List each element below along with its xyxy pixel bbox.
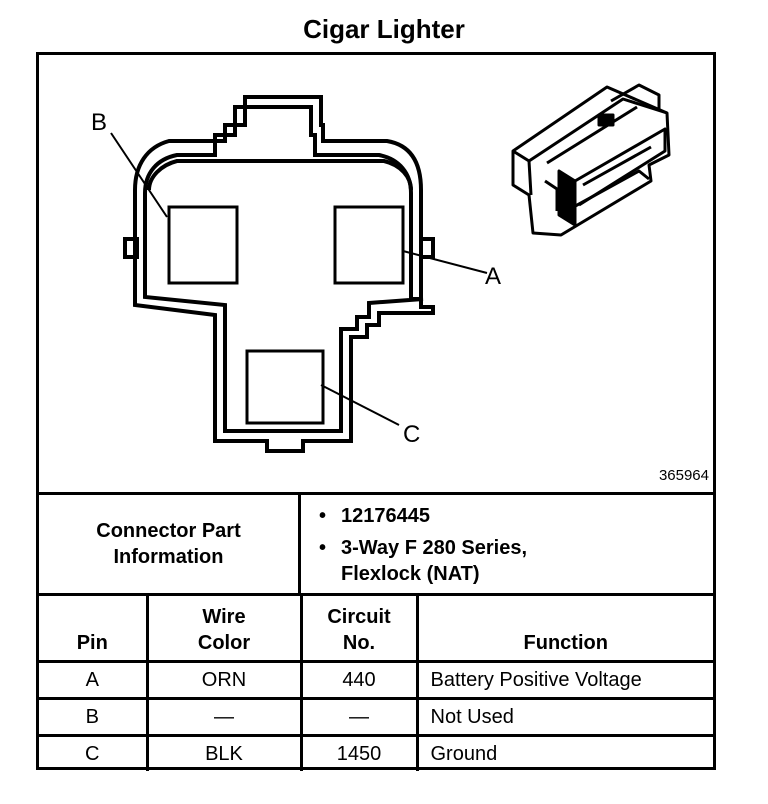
connector-info-values: • 12176445 • 3-Way F 280 Series, Flexloc… <box>301 495 713 593</box>
cavity-c <box>245 349 325 425</box>
cell-pin: B <box>39 697 149 737</box>
leader-line-b <box>110 132 168 218</box>
connector-info-label: Connector Part Information <box>39 495 301 593</box>
cell-pin: C <box>39 734 149 771</box>
part-number-item: • 12176445 <box>319 505 430 527</box>
connector-sheet: B A C 365964 Connector Part Information … <box>36 52 716 771</box>
page-title: Cigar Lighter <box>303 14 465 44</box>
table-row: B — — Not Used <box>39 697 713 737</box>
cavity-a <box>333 205 405 285</box>
cell-function: Ground <box>415 734 713 771</box>
cell-circuit: 1450 <box>299 734 419 771</box>
leader-line-a <box>402 250 488 274</box>
cavity-b <box>167 205 239 285</box>
cell-circuit: — <box>299 697 419 737</box>
connector-diagram: B A C 365964 <box>39 55 713 492</box>
pin-label-c: C <box>403 421 421 448</box>
connector-face-outline <box>123 95 435 453</box>
table-row: A ORN 440 Battery Positive Voltage <box>39 660 713 700</box>
header-pin: Pin <box>39 593 149 663</box>
connector-part-info: Connector Part Information • 12176445 • … <box>39 492 713 593</box>
pin-label-b: B <box>91 109 108 136</box>
cell-pin: A <box>39 660 149 700</box>
series-line1: 3-Way F 280 Series, <box>341 537 528 559</box>
leader-line-c <box>320 384 400 426</box>
connector-info-label-line1: Connector Part <box>96 520 241 542</box>
figure-number: 365964 <box>658 467 709 484</box>
connector-face-drawing <box>110 83 671 453</box>
connector-info-label-line2: Information <box>113 546 224 568</box>
header-function: Function <box>415 593 713 663</box>
table-row: C BLK 1450 Ground <box>39 734 713 771</box>
pin-label-a: A <box>485 263 502 290</box>
series-line2: Flexlock (NAT) <box>341 563 480 585</box>
cell-function: Not Used <box>415 697 713 737</box>
cell-function: Battery Positive Voltage <box>415 660 713 700</box>
connector-isometric-picture <box>511 83 671 237</box>
cell-wire-color: BLK <box>145 734 303 771</box>
cell-wire-color: — <box>145 697 303 737</box>
cell-circuit: 440 <box>299 660 419 700</box>
series-item: • 3-Way F 280 Series, <box>319 537 528 559</box>
cell-wire-color: ORN <box>145 660 303 700</box>
part-number: 12176445 <box>341 505 430 527</box>
